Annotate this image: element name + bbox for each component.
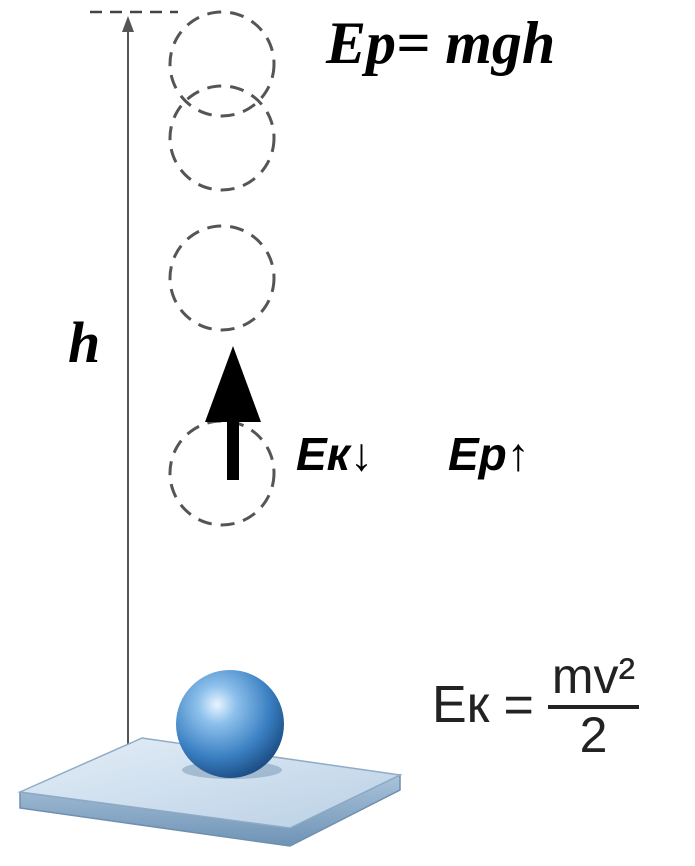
platform-top [17,737,403,829]
kinetic-energy-decrease-label: Eк↓ [296,428,373,480]
motion-arrow-head [205,346,261,422]
kinetic-energy-formula: Eк = mv² 2 [432,640,640,770]
fraction-numerator: mv² [547,649,640,709]
ball [176,670,284,778]
equals-sign: = [503,676,534,734]
fraction-denominator: 2 [579,707,608,763]
ball-position-outline [168,224,276,332]
height-arrowhead-top [122,16,134,32]
ball-position-outline [168,84,276,192]
potential-energy-increase-label: Ep↑ [448,428,530,480]
ball-position-outline [168,10,276,118]
kinetic-energy-fraction: mv² 2 [547,649,640,763]
motion-arrow-shaft [227,410,239,480]
ball-position-outline [168,419,276,527]
potential-energy-formula: Ep= mgh [326,10,556,76]
kinetic-energy-symbol: Eк [432,676,490,734]
height-label: h [68,310,101,375]
